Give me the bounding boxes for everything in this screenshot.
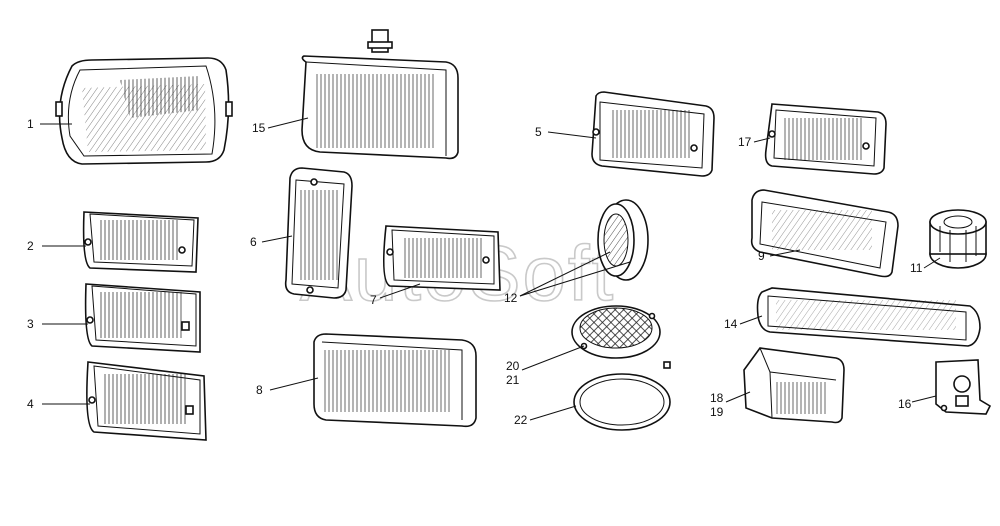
leader-8 [269,377,319,391]
leader-20 [521,345,585,371]
part-7-lamp [382,225,501,291]
leader-6 [261,235,293,243]
part-8-lamp [313,333,477,428]
leader-5 [547,131,597,139]
part-18-19-lamp [743,347,845,424]
label-9: 9 [758,249,765,263]
part-2-lamp [82,211,199,273]
leader-7 [379,283,421,299]
label-18: 18 [710,391,724,405]
label-8: 8 [256,383,263,397]
label-15: 15 [252,121,266,135]
leader-9 [769,249,801,257]
label-17: 17 [738,135,752,149]
label-19: 19 [710,405,724,419]
label-5: 5 [535,125,542,139]
label-1: 1 [27,117,34,131]
leader-22 [529,405,577,421]
leader-14 [739,315,763,325]
label-7: 7 [370,293,377,307]
part-16-bracket [935,359,992,415]
part-14-lamp [756,287,981,347]
label-4: 4 [27,397,34,411]
label-22: 22 [514,413,528,427]
label-6: 6 [250,235,257,249]
label-12: 12 [504,291,518,305]
part-17-lamp [764,103,887,175]
leader-18 [725,391,751,403]
leader-12b [519,261,631,297]
label-14: 14 [724,317,738,331]
leader-15 [267,117,309,129]
label-20: 20 [506,359,520,373]
part-6-lamp [284,167,353,299]
leader-17 [753,137,771,143]
part-22-ring [573,361,671,431]
part-20-21-lens [571,305,661,359]
part-4-lamp [86,361,207,441]
leader-11 [923,257,941,269]
label-3: 3 [27,317,34,331]
part-1-headlamp [55,57,233,165]
part-11-cap [929,209,987,269]
part-5-lamp [591,91,715,177]
part-12-lamp [597,199,649,281]
label-21: 21 [506,373,520,387]
leader-16 [911,395,937,403]
label-2: 2 [27,239,34,253]
label-11: 11 [910,261,923,275]
part-9-lamp [750,189,899,278]
part-3-lamp [84,283,201,353]
part-15-lamp [301,29,459,160]
label-16: 16 [898,397,912,411]
leader-12a [519,251,611,297]
